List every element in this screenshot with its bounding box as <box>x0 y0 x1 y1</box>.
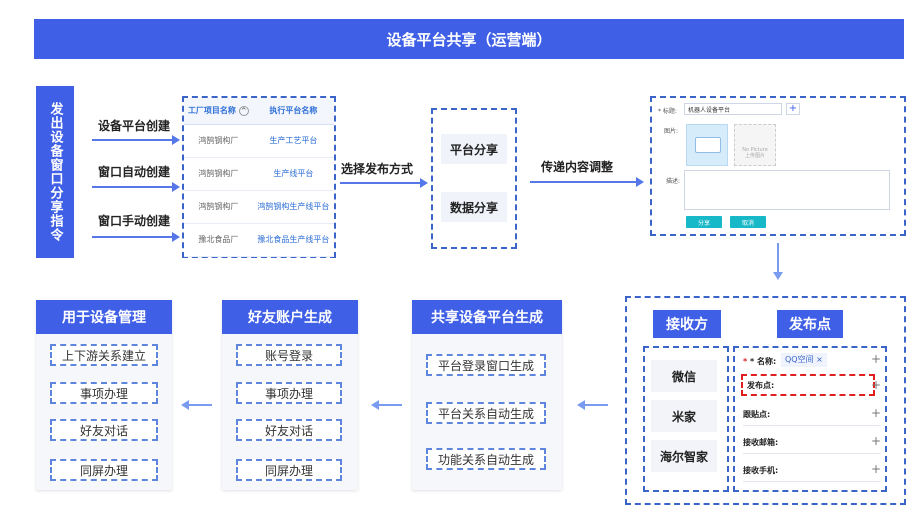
panel-item: 同屏办理 <box>50 459 158 481</box>
panel-item: 平台登录窗口生成 <box>426 354 546 376</box>
receiver-list: 微信 米家 海尔智家 <box>643 346 729 492</box>
cancel-button[interactable]: 取消 <box>730 216 766 228</box>
arrow-right <box>530 177 644 187</box>
share-button[interactable]: 分享 <box>686 216 722 228</box>
share-form: * 标题: 机器人设备平台 + 图片: No Picture 上传图片 描述: … <box>650 96 906 236</box>
publish-point-highlight <box>741 374 875 396</box>
panel-item: 上下游关系建立 <box>50 344 158 366</box>
arrow-right <box>92 232 180 242</box>
arrow-left <box>181 400 212 410</box>
plus-icon[interactable]: + <box>870 406 881 420</box>
create-method-label: 窗口自动创建 <box>98 165 171 179</box>
table-header: 工厂项目名称 ^ <box>184 98 253 125</box>
arrow-left <box>371 400 402 410</box>
device-picture-icon <box>695 137 721 153</box>
form-image-label: 图片: <box>664 128 679 135</box>
form-title-label: * 标题: <box>658 108 677 115</box>
panel-item: 账号登录 <box>236 344 342 366</box>
panel-title: 用于设备管理 <box>36 300 172 334</box>
receiver-title: 接收方 <box>653 310 721 338</box>
select-publish-label: 选择发布方式 <box>341 162 414 176</box>
panel-item: 事项办理 <box>236 382 342 404</box>
publish-point-title: 发布点 <box>777 310 843 338</box>
title-input[interactable]: 机器人设备平台 <box>684 103 782 115</box>
share-option-data[interactable]: 数据分享 <box>441 192 507 222</box>
receiver-item-mijia[interactable]: 米家 <box>651 400 717 432</box>
plus-icon[interactable]: + <box>870 352 881 366</box>
arrow-down <box>773 243 783 280</box>
panel-item: 好友对话 <box>236 419 342 441</box>
transfer-adjust-label: 传递内容调整 <box>541 160 614 174</box>
table-row[interactable]: 鸿鹄钢构厂生产工艺平台 <box>184 124 334 158</box>
panel-device-management: 用于设备管理 上下游关系建立 事项办理 好友对话 同屏办理 <box>36 300 172 490</box>
panel-item: 事项办理 <box>50 382 158 404</box>
form-desc-label: 描述: <box>666 178 681 185</box>
panel-item: 功能关系自动生成 <box>426 448 546 470</box>
plus-icon[interactable]: + <box>870 462 881 476</box>
image-thumbnail[interactable] <box>686 124 728 166</box>
platform-table-box: 工厂项目名称 ^ 执行平台名称 鸿鹄钢构厂生产工艺平台 鸿鹄钢构厂生产线平台 鸿… <box>182 96 336 258</box>
command-box: 发出设备窗口分享指令 <box>36 86 74 258</box>
arrow-right <box>340 178 428 188</box>
collapse-icon[interactable]: ^ <box>238 106 249 117</box>
name-tag[interactable]: QQ空间 × <box>781 353 827 367</box>
receiver-item-wechat[interactable]: 微信 <box>651 360 717 392</box>
arrow-right <box>92 135 180 145</box>
publish-row: 接收邮箱: <box>743 432 881 454</box>
panel-item: 平台关系自动生成 <box>426 402 546 424</box>
publish-row: 发布点: <box>747 380 775 390</box>
panel-friend-account: 好友账户生成 账号登录 事项办理 好友对话 同屏办理 <box>222 300 358 490</box>
table-row[interactable]: 豫北食品厂豫北食品生产线平台 <box>184 223 334 257</box>
receiver-publish-box: 接收方 发布点 微信 米家 海尔智家 * * 名称: QQ空间 × + 发布点:… <box>625 296 906 505</box>
arrow-left <box>577 400 608 410</box>
table-row[interactable]: 鸿鹄钢构厂鸿鹄钢构生产线平台 <box>184 190 334 224</box>
panel-shared-platform: 共享设备平台生成 平台登录窗口生成 平台关系自动生成 功能关系自动生成 <box>412 300 562 490</box>
name-label: * * 名称: <box>743 357 777 366</box>
publish-row: 接收手机: <box>743 460 881 482</box>
upload-image-button[interactable]: No Picture 上传图片 <box>734 124 776 166</box>
panel-title: 共享设备平台生成 <box>412 300 562 334</box>
share-option-platform[interactable]: 平台分享 <box>441 134 507 164</box>
receiver-item-haier[interactable]: 海尔智家 <box>651 440 717 472</box>
page-title: 设备平台共享（运营端） <box>34 19 904 59</box>
description-textarea[interactable] <box>684 170 890 210</box>
publish-point-form: * * 名称: QQ空间 × + 发布点: + 跟贴点: + 接收邮箱: + 接… <box>733 346 887 492</box>
platform-table: 工厂项目名称 ^ 执行平台名称 鸿鹄钢构厂生产工艺平台 鸿鹄钢构厂生产线平台 鸿… <box>184 98 334 257</box>
plus-icon[interactable]: + <box>870 378 881 392</box>
panel-item: 同屏办理 <box>236 459 342 481</box>
table-header: 执行平台名称 <box>252 98 334 125</box>
table-row[interactable]: 鸿鹄钢构厂生产线平台 <box>184 157 334 191</box>
publish-row: 跟贴点: <box>743 404 881 426</box>
share-options-box: 平台分享 数据分享 <box>431 108 517 249</box>
panel-item: 好友对话 <box>50 419 158 441</box>
add-icon[interactable]: + <box>786 103 800 115</box>
create-method-label: 设备平台创建 <box>98 119 171 133</box>
arrow-right <box>92 182 180 192</box>
panel-title: 好友账户生成 <box>222 300 358 334</box>
create-method-label: 窗口手动创建 <box>98 214 171 228</box>
plus-icon[interactable]: + <box>870 434 881 448</box>
